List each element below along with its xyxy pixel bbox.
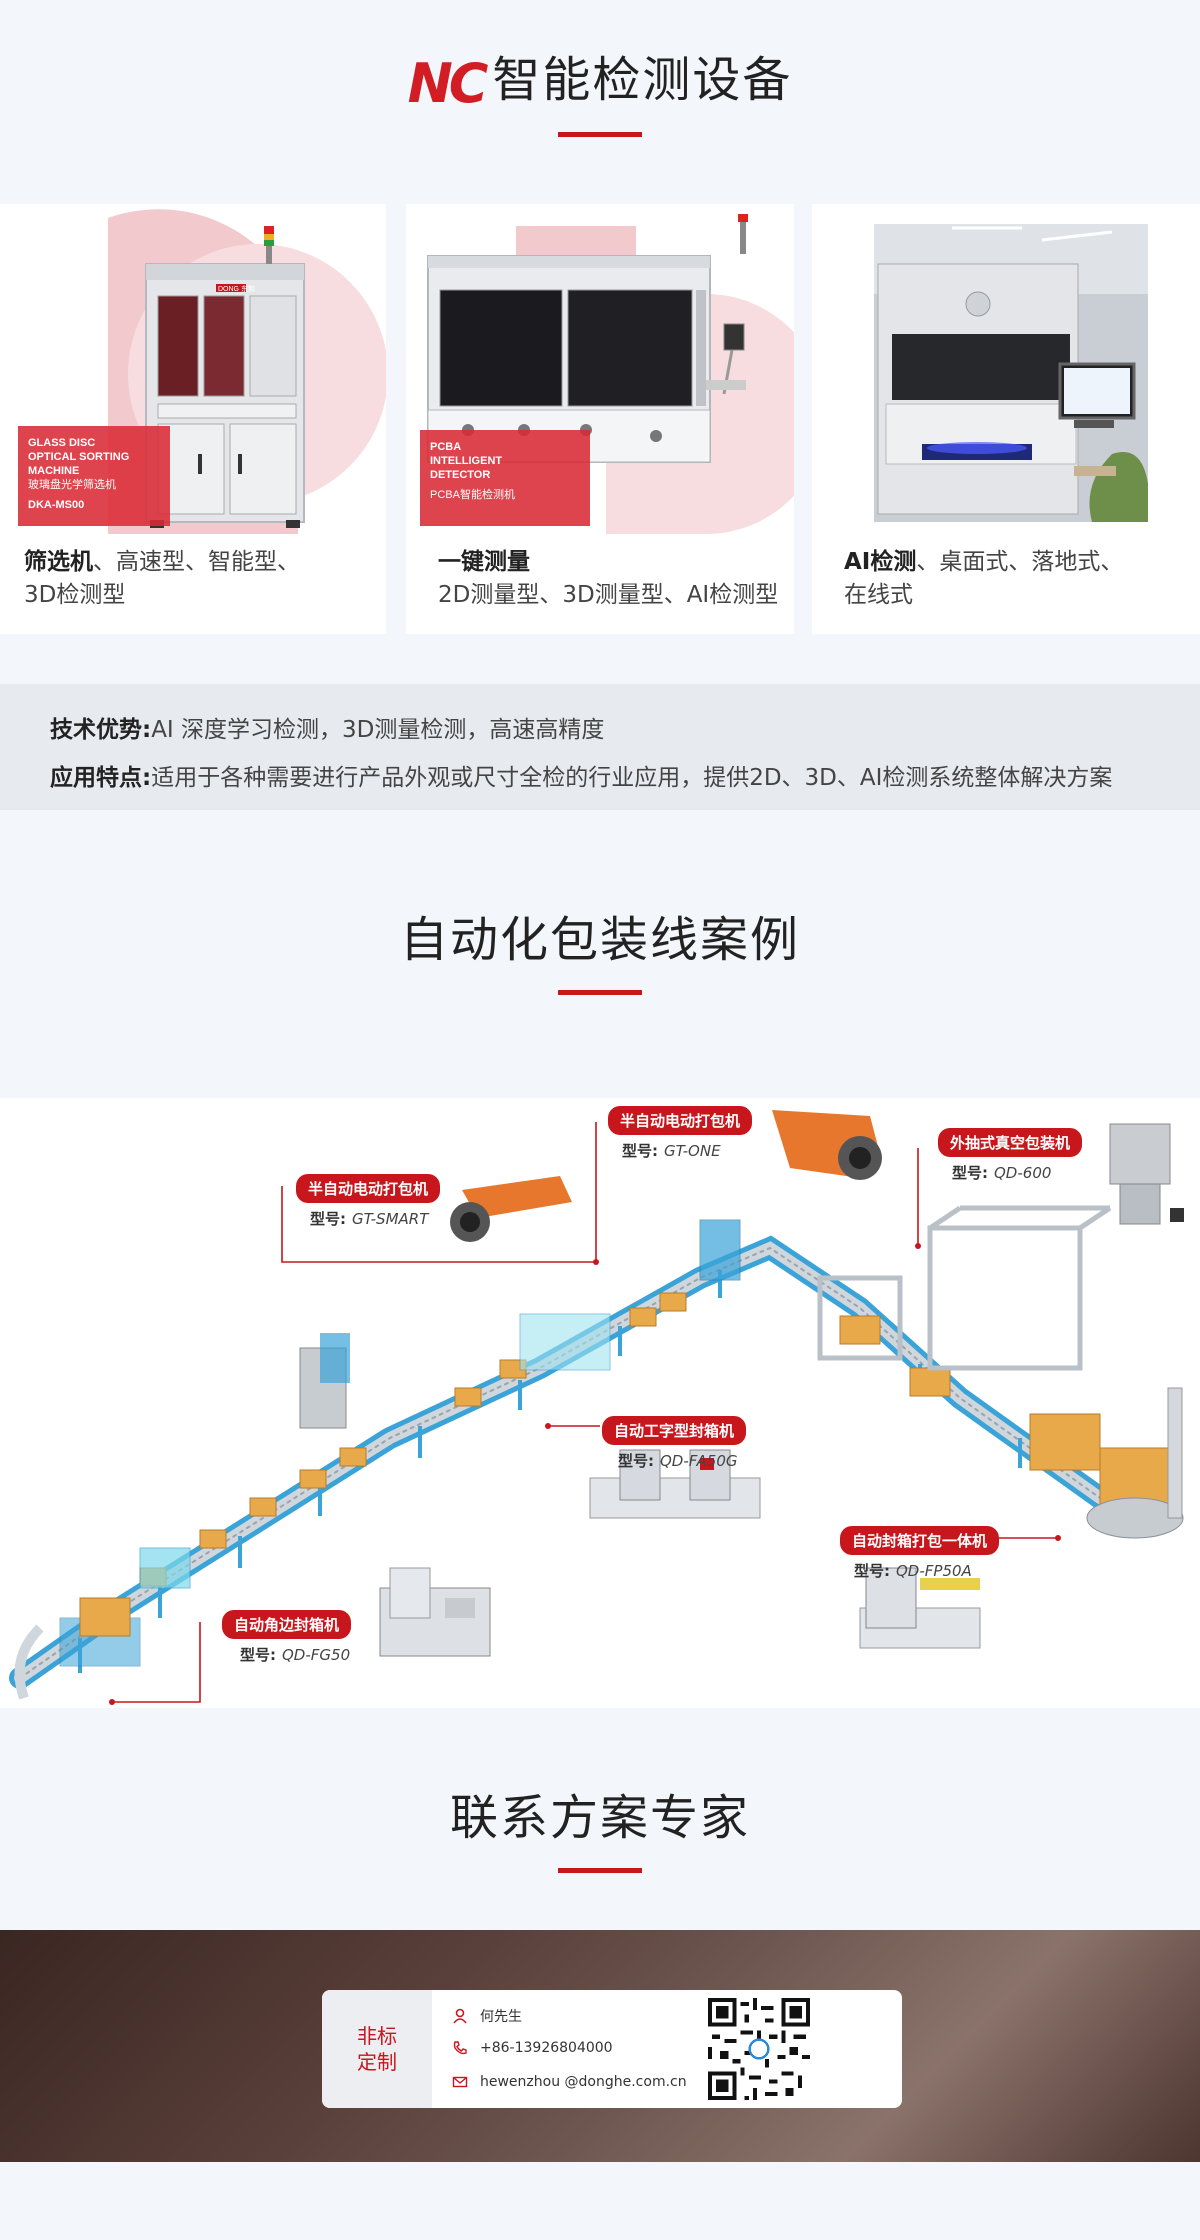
machine-label: 半自动电动打包机 (608, 1106, 753, 1135)
qr-code-icon[interactable] (708, 1998, 810, 2100)
custom-line2: 定制 (357, 2050, 397, 2074)
ai-inspection-image (874, 224, 1148, 522)
section-title-contact: 联系方案专家 (449, 1790, 750, 1846)
badge-line: 玻璃盘光学筛选机 (28, 479, 116, 491)
card-strong: AI检测 (844, 549, 917, 575)
contact-email[interactable]: hewenzhou @donghe.com.cn (480, 2074, 687, 2090)
model-label: 型号: (622, 1142, 658, 1160)
card-rest: 、高速型、智能型、 (93, 549, 300, 575)
pcba-badge: PCBA INTELLIGENT DETECTOR PCBA智能检测机 (420, 430, 590, 526)
contact-card: 非标定制 何先生 +86-13926804000 hewenzhou @dong… (322, 1990, 902, 2108)
person-icon (453, 2008, 467, 2024)
nc-logo-icon: NC (407, 51, 489, 115)
tech-text: AI 深度学习检测，3D测量检测，高速高精度 (151, 717, 605, 743)
pcba-detector-image (427, 214, 794, 534)
card-rest: 、桌面式、落地式、 (916, 549, 1124, 575)
application-row: 应用特点:适用于各种需要进行产品外观或尺寸全检的行业应用，提供2D、3D、AI检… (50, 758, 1112, 792)
contact-name: 何先生 (480, 2009, 522, 2025)
badge-line: PCBA (430, 441, 462, 453)
app-label: 应用特点: (50, 765, 152, 791)
badge-line: INTELLIGENT (430, 455, 503, 467)
tech-advantage-row: 技术优势:AI 深度学习检测，3D测量检测，高速高精度 (50, 710, 604, 744)
badge-line: PCBA智能检测机 (430, 489, 515, 501)
app-text: 适用于各种需要进行产品外观或尺寸全检的行业应用，提供2D、3D、AI检测系统整体… (151, 765, 1113, 791)
badge-line: GLASS DISC (28, 437, 96, 449)
model-value: GT-ONE (664, 1142, 721, 1160)
title-underline (558, 132, 642, 137)
model-label: 型号: (618, 1452, 654, 1470)
machine-model: 型号: GT-ONE (622, 1140, 721, 1161)
model-value: QD-FP50A (896, 1562, 972, 1580)
packaging-line-diagram: 半自动电动打包机 型号:GT-SMART 半自动电动打包机 型号:GT-ONE … (0, 1098, 1200, 1708)
card-strong: 筛选机 (24, 549, 93, 575)
card-line2: 3D检测型 (24, 582, 126, 608)
machine-model: 型号: QD-600 (952, 1162, 1051, 1183)
machine-label: 半自动电动打包机 (296, 1174, 441, 1203)
product-card-ai[interactable]: AI检测、桌面式、落地式、 在线式 (812, 204, 1200, 634)
machine-label: 自动角边封箱机 (222, 1610, 352, 1639)
badge-line: DKA-MS00 (28, 499, 85, 511)
badge-line: MACHINE (28, 465, 80, 477)
machine-model: 型号: QD-FG50 (240, 1644, 350, 1665)
contact-name-row: 何先生 (452, 2006, 522, 2026)
model-value: QD-FG50 (282, 1646, 351, 1664)
machine-label: 外抽式真空包装机 (938, 1128, 1083, 1157)
card-description: 筛选机、高速型、智能型、 3D检测型 (24, 546, 374, 612)
machine-label: 自动封箱打包一体机 (840, 1526, 1000, 1555)
badge-line: DETECTOR (430, 469, 491, 481)
title-underline (558, 1868, 642, 1873)
custom-line1: 非标 (357, 2024, 397, 2048)
model-value: QD-600 (994, 1164, 1052, 1182)
brand-label: DONG 东和 (218, 284, 255, 293)
tech-label: 技术优势: (50, 717, 152, 743)
card-line2: 2D测量型、3D测量型、AI检测型 (438, 582, 779, 608)
card-description: AI检测、桌面式、落地式、 在线式 (844, 546, 1194, 612)
product-card-measurement[interactable]: PCBA INTELLIGENT DETECTOR PCBA智能检测机 一键测量… (406, 204, 794, 634)
contact-email-row[interactable]: hewenzhou @donghe.com.cn (452, 2074, 687, 2090)
contact-band: 非标定制 何先生 +86-13926804000 hewenzhou @dong… (0, 1930, 1200, 2162)
packaging-line-illustration (9, 1110, 1184, 1705)
card-strong: 一键测量 (438, 549, 530, 575)
inspection-title-text: 智能检测设备 (492, 52, 793, 108)
model-label: 型号: (310, 1210, 346, 1228)
model-label: 型号: (854, 1562, 890, 1580)
model-label: 型号: (952, 1164, 988, 1182)
badge-line: OPTICAL SORTING (28, 451, 130, 463)
machine-model: 型号: QD-FA50G (618, 1450, 738, 1471)
model-label: 型号: (240, 1646, 276, 1664)
mail-icon (452, 2076, 468, 2088)
custom-tag: 非标定制 (322, 1990, 432, 2108)
model-value: QD-FA50G (660, 1452, 738, 1470)
machine-label: 自动工字型封箱机 (602, 1416, 747, 1445)
card-description: 一键测量 2D测量型、3D测量型、AI检测型 (438, 546, 788, 612)
model-value: GT-SMART (352, 1210, 429, 1228)
product-card-sorting[interactable]: DONG 东和 GLASS DISC OPTICAL SORTING MACHI… (0, 204, 386, 634)
title-underline (558, 990, 642, 995)
contact-phone-row[interactable]: +86-13926804000 (452, 2040, 613, 2056)
sorting-badge: GLASS DISC OPTICAL SORTING MACHINE 玻璃盘光学… (18, 426, 170, 526)
phone-icon (453, 2041, 467, 2055)
card-line2: 在线式 (844, 582, 913, 608)
advantages-band: 技术优势:AI 深度学习检测，3D测量检测，高速高精度 应用特点:适用于各种需要… (0, 684, 1200, 810)
section-title-packaging: 自动化包装线案例 (399, 912, 800, 968)
machine-model: 型号: GT-SMART (310, 1208, 428, 1229)
machine-model: 型号: QD-FP50A (854, 1560, 972, 1581)
contact-phone[interactable]: +86-13926804000 (480, 2040, 613, 2056)
